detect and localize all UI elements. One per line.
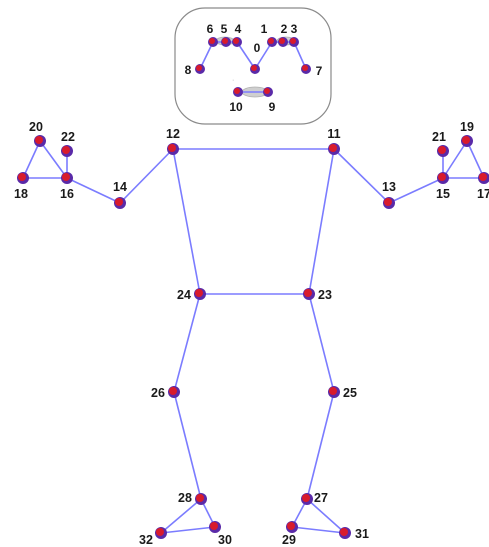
landmark-5-joint-core — [222, 38, 228, 44]
bone-11-13 — [333, 148, 390, 204]
landmark-18-joint-core — [18, 173, 26, 181]
landmark-29-joint-core — [287, 522, 295, 530]
landmark-17-joint-core — [479, 173, 487, 181]
bone-11-23 — [308, 148, 335, 295]
landmark-32-joint-core — [156, 528, 164, 536]
landmark-3-label: 3 — [291, 22, 298, 36]
landmark-23-label: 23 — [318, 288, 332, 302]
landmark-30-label: 30 — [218, 533, 232, 547]
landmark-25-joint-core — [329, 387, 337, 395]
landmark-28-label: 28 — [178, 491, 192, 505]
bone-13-15 — [388, 177, 444, 204]
bone-28-32 — [160, 498, 202, 534]
landmark-21-joint-core — [438, 146, 446, 154]
bone-12-14 — [119, 148, 174, 204]
bone-0-4 — [236, 41, 256, 70]
landmark-26-label: 26 — [151, 386, 165, 400]
landmark-17-label: 17 — [477, 187, 489, 201]
landmark-1-joint-core — [268, 38, 274, 44]
landmark-9-label: 9 — [269, 100, 276, 114]
landmark-0-joint-core — [251, 65, 257, 71]
landmark-0-label: 0 — [254, 41, 261, 55]
landmark-4-joint-core — [233, 38, 239, 44]
bone-27-31 — [306, 498, 346, 534]
landmark-8-label: 8 — [185, 63, 192, 77]
landmark-12-joint-core — [168, 144, 176, 152]
landmark-2-label: 2 — [281, 22, 288, 36]
bone-0-1 — [254, 41, 273, 70]
landmark-5-label: 5 — [221, 22, 228, 36]
bone-29-31 — [291, 526, 346, 534]
bone-23-25 — [308, 293, 335, 393]
bone-25-27 — [306, 391, 335, 500]
landmark-14-joint-core — [115, 198, 123, 206]
landmark-13-label: 13 — [382, 180, 396, 194]
nose-mark: · — [232, 77, 234, 84]
landmark-21-label: 21 — [432, 130, 446, 144]
landmark-18-label: 18 — [14, 187, 28, 201]
landmark-10-joint-core — [234, 88, 240, 94]
landmark-25-label: 25 — [343, 386, 357, 400]
landmark-7-joint-core — [302, 65, 308, 71]
landmark-19-joint-core — [462, 136, 470, 144]
landmark-19-label: 19 — [460, 120, 474, 134]
landmark-15-label: 15 — [436, 187, 450, 201]
landmark-20-label: 20 — [29, 120, 43, 134]
landmark-2-joint-core — [279, 38, 285, 44]
landmark-14-label: 14 — [113, 180, 127, 194]
skeleton-bones — [22, 41, 485, 534]
bone-17-19 — [466, 140, 485, 179]
bone-30-32 — [160, 526, 216, 534]
landmark-15-joint-core — [438, 173, 446, 181]
landmark-23-joint-core — [304, 289, 312, 297]
bone-14-16 — [66, 177, 121, 204]
landmark-11-joint-core — [329, 144, 337, 152]
landmark-20-joint-core — [35, 136, 43, 144]
landmark-22-label: 22 — [61, 130, 75, 144]
landmark-9-joint-core — [264, 88, 270, 94]
landmark-13-joint-core — [384, 198, 392, 206]
landmark-11-label: 11 — [327, 127, 340, 141]
landmark-3-joint-core — [290, 38, 296, 44]
landmark-6-label: 6 — [207, 22, 214, 36]
landmark-28-joint-core — [196, 494, 204, 502]
landmark-7-label: 7 — [316, 64, 323, 78]
bone-24-26 — [173, 293, 201, 393]
landmark-6-joint-core — [209, 38, 215, 44]
landmark-10-label: 10 — [229, 100, 243, 114]
bone-16-20 — [39, 140, 68, 179]
landmark-30-joint-core — [210, 522, 218, 530]
landmark-31-label: 31 — [355, 527, 369, 541]
landmark-24-joint-core — [195, 289, 203, 297]
landmark-27-joint-core — [302, 494, 310, 502]
bone-26-28 — [173, 391, 202, 500]
landmark-32-label: 32 — [139, 533, 153, 547]
bone-12-24 — [172, 148, 201, 295]
skeleton-joints — [17, 37, 489, 539]
landmark-27-label: 27 — [314, 491, 328, 505]
landmark-1-label: 1 — [261, 22, 268, 36]
landmark-12-label: 12 — [166, 127, 180, 141]
landmark-16-joint-core — [62, 173, 70, 181]
landmark-8-joint-core — [196, 65, 202, 71]
landmark-16-label: 16 — [60, 187, 74, 201]
landmark-26-joint-core — [169, 387, 177, 395]
landmark-31-joint-core — [340, 528, 348, 536]
landmark-22-joint-core — [62, 146, 70, 154]
landmark-4-label: 4 — [235, 22, 242, 36]
bone-18-20 — [22, 140, 41, 179]
landmark-29-label: 29 — [282, 533, 296, 547]
landmark-24-label: 24 — [177, 288, 191, 302]
bone-15-19 — [442, 140, 468, 179]
